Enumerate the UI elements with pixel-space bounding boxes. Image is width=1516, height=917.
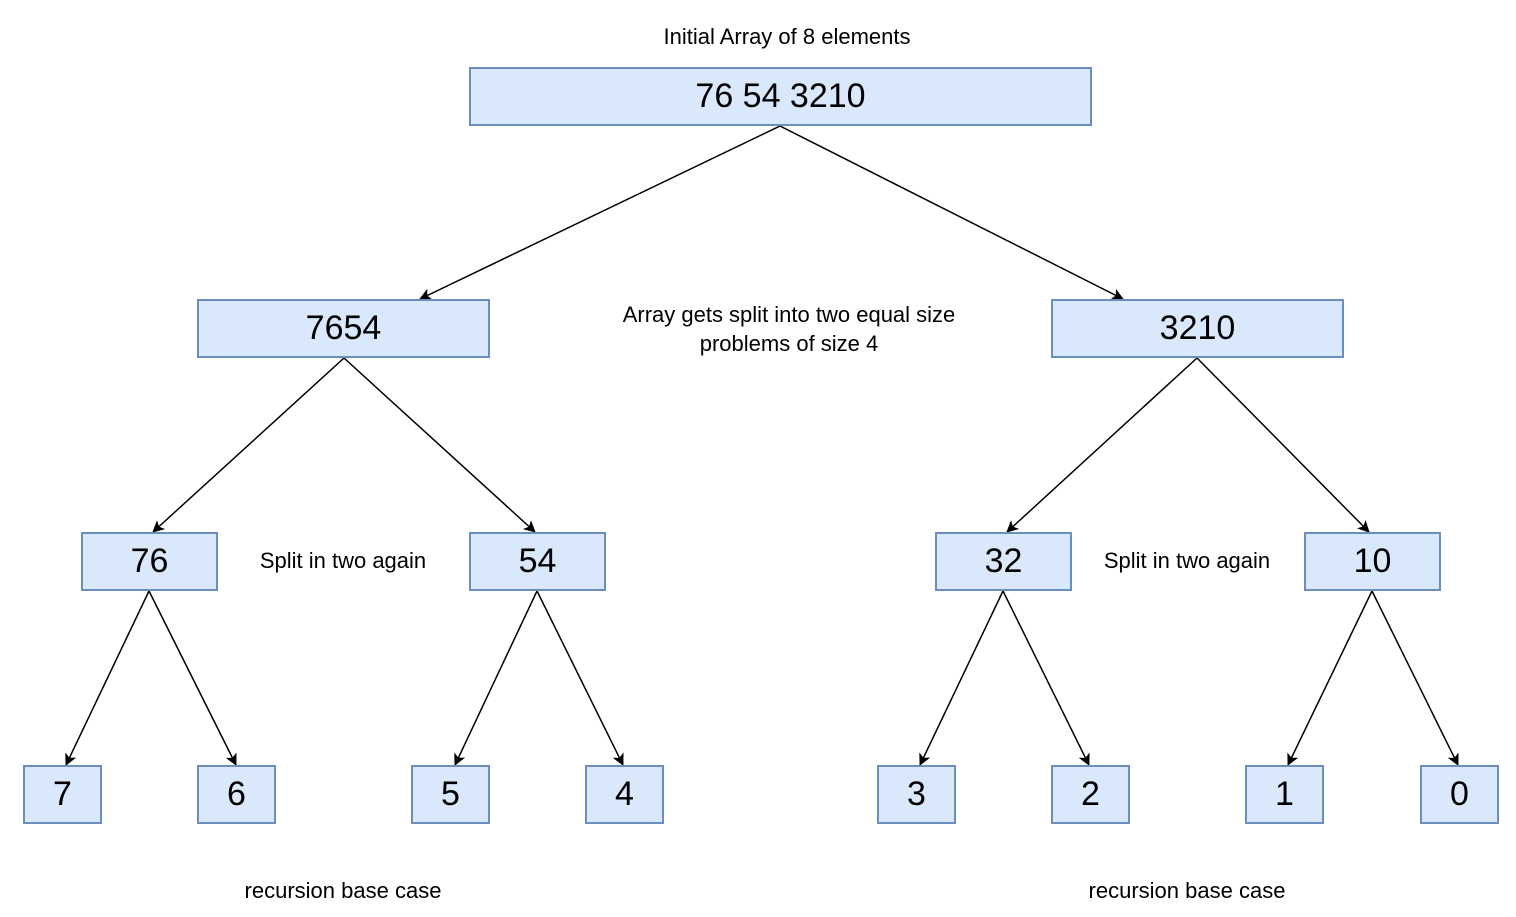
edge-rl-2 [1002,590,1090,766]
edge-right-rl [1006,357,1198,533]
edge-ll-7 [65,590,150,766]
node-right-right: 10 [1304,532,1441,591]
split-annotation-line1: Array gets split into two equal size [622,302,956,327]
edge-rl-3 [919,590,1004,766]
node-right: 3210 [1051,299,1344,358]
edge-right-rr [1196,357,1370,533]
node-left-left: 76 [81,532,218,591]
base-case-left-label: recursion base case [244,878,442,903]
node-right-left: 32 [935,532,1072,591]
edge-root-left [419,125,781,300]
edge-ll-6 [148,590,237,766]
leaf-node-0: 0 [1420,765,1499,824]
split-annotation: Array gets split into two equal size pro… [539,300,1039,358]
base-case-right-label: recursion base case [1088,878,1286,903]
edge-rr-1 [1287,590,1373,766]
edge-lr-4 [536,590,624,766]
split-again-right-label: Split in two again [1103,548,1271,573]
leaf-node-5: 5 [411,765,490,824]
leaf-node-3: 3 [877,765,956,824]
edge-left-lr [343,357,536,533]
edge-left-ll [152,357,345,533]
edge-lr-5 [454,590,538,766]
split-annotation-line2: problems of size 4 [699,331,879,356]
node-root: 76 54 3210 [469,67,1092,126]
leaf-node-6: 6 [197,765,276,824]
leaf-node-1: 1 [1245,765,1324,824]
initial-array-label: Initial Array of 8 elements [663,24,911,49]
node-left-right: 54 [469,532,606,591]
edge-root-right [779,125,1124,300]
node-left: 7654 [197,299,490,358]
leaf-node-7: 7 [23,765,102,824]
edge-rr-0 [1371,590,1459,766]
leaf-node-2: 2 [1051,765,1130,824]
split-again-left-label: Split in two again [259,548,427,573]
leaf-node-4: 4 [585,765,664,824]
